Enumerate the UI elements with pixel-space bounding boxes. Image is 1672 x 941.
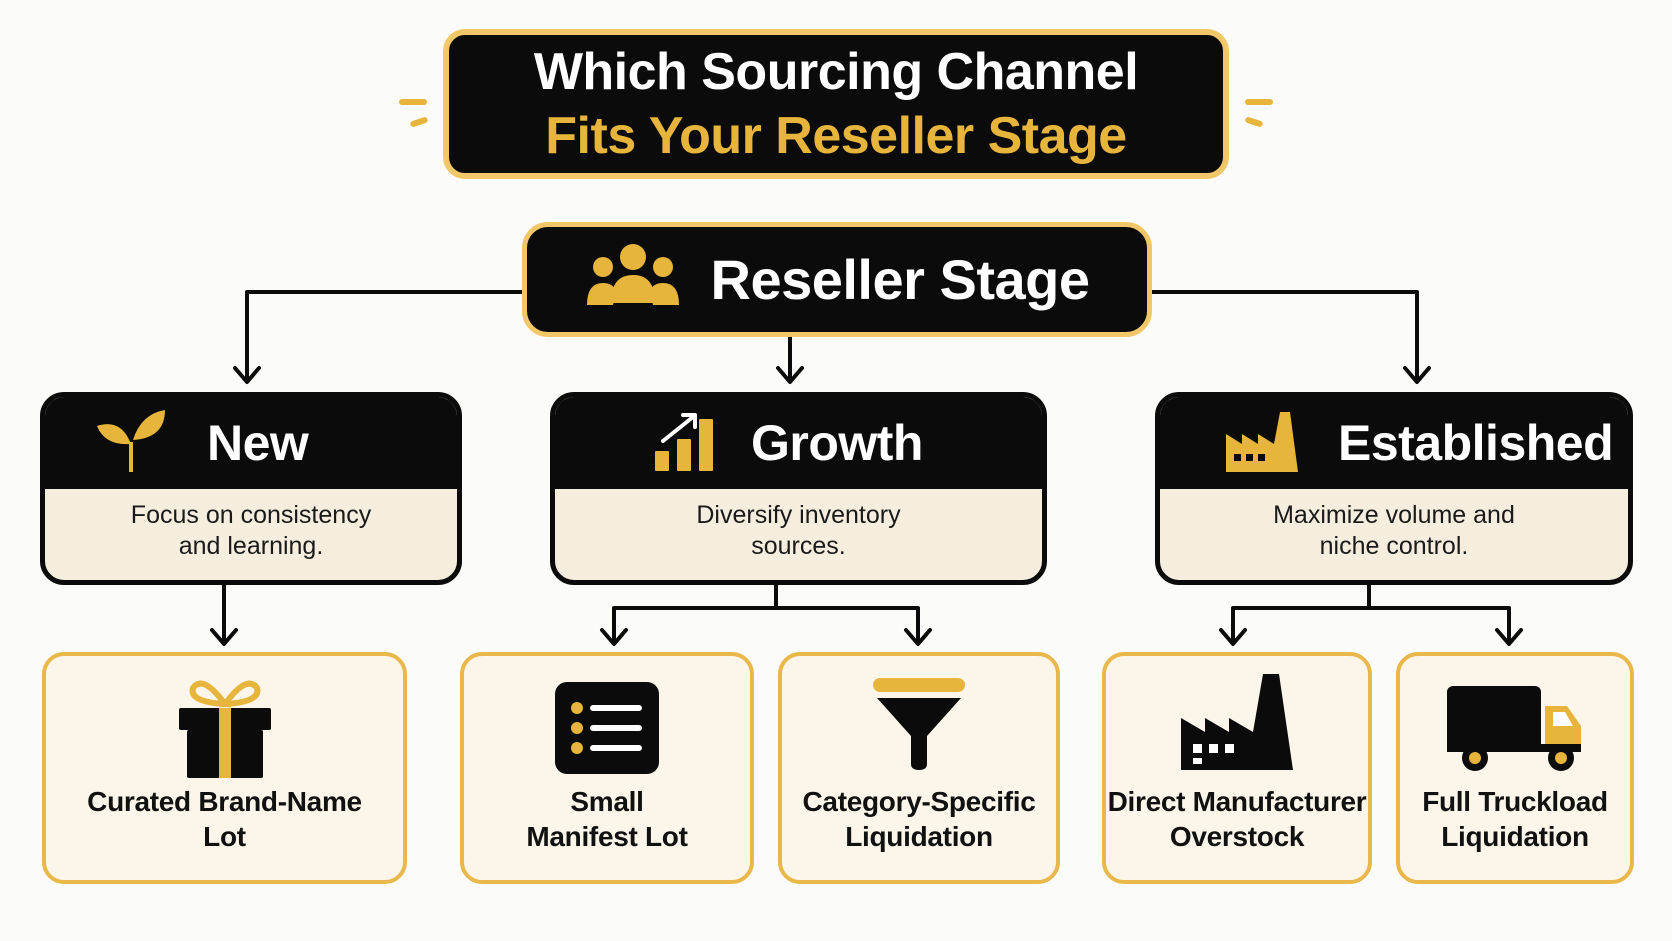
stage-header: Established xyxy=(1160,397,1628,489)
channel-card-direct-manufacturer-overstock: Direct Manufacturer Overstock xyxy=(1102,652,1372,884)
funnel-icon xyxy=(869,674,969,777)
stage-description-text: Diversify inventory sources. xyxy=(696,501,901,560)
stage-title: Growth xyxy=(751,415,923,471)
arrowhead-category xyxy=(904,628,932,646)
stage-description-text: Focus on consistency and learning. xyxy=(130,501,372,560)
connector-growth-split xyxy=(612,583,920,644)
channel-label: Direct Manufacturer Overstock xyxy=(1107,786,1367,852)
bar-chart-growth-icon xyxy=(653,411,717,476)
arrowhead-small-manifest xyxy=(600,628,628,646)
channel-label: Curated Brand-Name Lot xyxy=(87,786,362,852)
group-of-people-icon xyxy=(585,241,681,318)
title-spark xyxy=(399,99,427,105)
stage-description: Focus on consistency and learning. xyxy=(45,489,457,573)
stage-title: Established xyxy=(1338,415,1614,471)
title-line-1: Which Sourcing Channel xyxy=(533,43,1139,101)
channel-label: Small Manifest Lot xyxy=(526,786,688,852)
stage-card-new: New Focus on consistency and learning. xyxy=(40,392,462,585)
root-label: Reseller Stage xyxy=(710,248,1090,311)
channel-card-category-specific-liquidation: Category-Specific Liquidation xyxy=(778,652,1060,884)
root-node: Reseller Stage xyxy=(522,222,1152,337)
connector-root-to-established xyxy=(1150,290,1419,382)
stage-description-text: Maximize volume and niche control. xyxy=(1273,501,1515,560)
stage-card-established: Established Maximize volume and niche co… xyxy=(1155,392,1633,585)
stage-card-growth: Growth Diversify inventory sources. xyxy=(550,392,1047,585)
title-banner: Which Sourcing Channel Fits Your Reselle… xyxy=(443,29,1229,179)
list-icon xyxy=(555,674,659,779)
channel-label: Category-Specific Liquidation xyxy=(802,786,1036,852)
stage-title: New xyxy=(207,415,309,471)
factory-icon xyxy=(1179,674,1295,777)
connector-established-split xyxy=(1231,583,1511,644)
connector-root-to-new xyxy=(245,290,524,382)
arrowhead-curated xyxy=(210,628,238,646)
arrowhead-growth xyxy=(776,366,804,384)
channel-card-curated-brand-name-lot: Curated Brand-Name Lot xyxy=(42,652,407,884)
title-spark xyxy=(1245,99,1273,105)
title-line-2: Fits Your Reseller Stage xyxy=(545,107,1127,165)
stage-header: New xyxy=(45,397,457,489)
gift-icon xyxy=(175,674,275,785)
arrowhead-established xyxy=(1403,366,1431,384)
channel-card-small-manifest-lot: Small Manifest Lot xyxy=(460,652,754,884)
truck-icon xyxy=(1445,674,1585,779)
stage-description: Maximize volume and niche control. xyxy=(1160,489,1628,573)
factory-icon xyxy=(1224,408,1300,479)
stage-description: Diversify inventory sources. xyxy=(555,489,1042,573)
sprout-icon xyxy=(95,408,167,479)
arrowhead-new xyxy=(233,366,261,384)
stage-header: Growth xyxy=(555,397,1042,489)
arrowhead-direct xyxy=(1219,628,1247,646)
channel-card-full-truckload-liquidation: Full Truckload Liquidation xyxy=(1396,652,1634,884)
arrowhead-truckload xyxy=(1495,628,1523,646)
channel-label: Full Truckload Liquidation xyxy=(1422,786,1608,852)
